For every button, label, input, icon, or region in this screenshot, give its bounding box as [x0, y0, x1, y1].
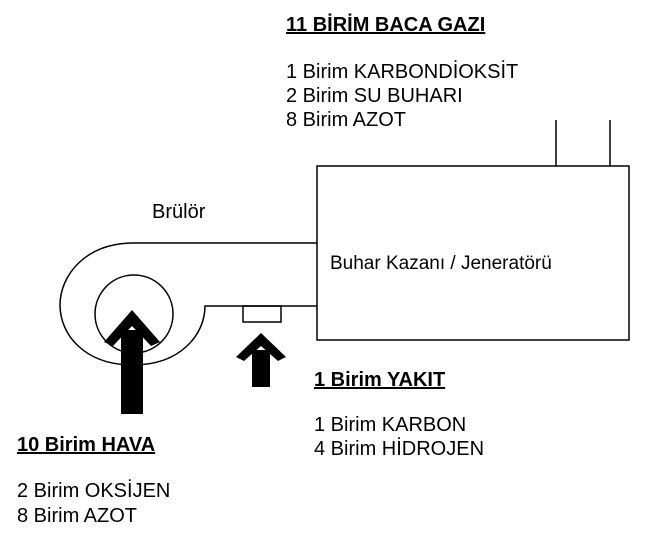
fuel-title: 1 Birim YAKIT [314, 369, 446, 391]
flue-gas-title: 11 BİRİM BACA GAZI [286, 14, 486, 36]
fuel-line-carbon: 1 Birim KARBON [314, 414, 467, 436]
fuel-line-hydrogen: 4 Birim HİDROJEN [314, 438, 485, 460]
flue-gas-line-co2: 1 Birim KARBONDİOKSİT [286, 61, 519, 83]
fuel-nozzle [242, 305, 282, 323]
air-arrow [104, 310, 160, 414]
boiler-box [316, 165, 630, 341]
air-title: 10 Birim HAVA [17, 434, 156, 456]
air-line-nitrogen: 8 Birim AZOT [17, 505, 138, 527]
boiler-label: Buhar Kazanı / Jeneratörü [330, 253, 552, 274]
burner-label: Brülör [152, 201, 206, 223]
air-line-oxygen: 2 Birim OKSİJEN [17, 480, 171, 502]
fuel-arrow [236, 333, 286, 387]
flue-gas-line-nitrogen: 8 Birim AZOT [286, 109, 407, 131]
burner-housing [59, 242, 317, 366]
flue-gas-line-water: 2 Birim SU BUHARI [286, 85, 463, 107]
